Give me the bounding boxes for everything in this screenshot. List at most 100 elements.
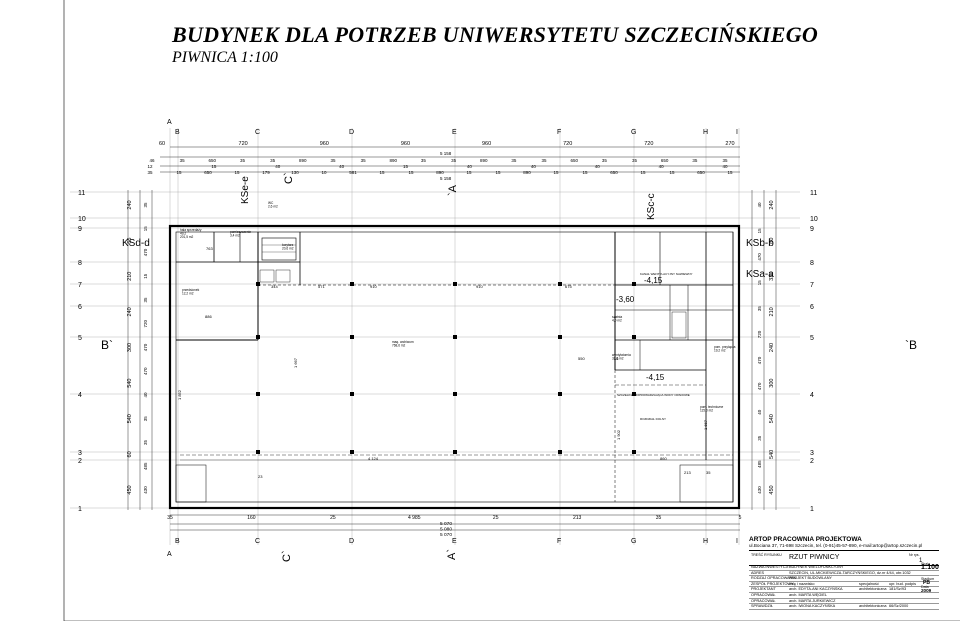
room-name: pomieszczenie xyxy=(230,230,251,234)
sheet-number-label: Nr rys. xyxy=(909,553,920,557)
dim-text-top: 15 xyxy=(176,170,182,175)
drawing-name-label: TREŚĆ RYSUNKU xyxy=(751,553,782,557)
section-mark-ksc: KSc-c xyxy=(646,193,657,220)
title-block-cell: PROJEKT BUDOWLANY xyxy=(789,576,832,581)
date-label: Data xyxy=(921,585,929,589)
inner-dimension-text: 763 xyxy=(206,246,213,251)
level-marks: -4,15 -3,60 -4,15 xyxy=(616,276,665,382)
dim-text-top: 35 xyxy=(542,158,548,163)
drawing-name-row: TREŚĆ RYSUNKU RZUT PIWNICY Nr rys. 1 xyxy=(749,550,939,566)
row-axis-label-left: 11 xyxy=(78,190,85,197)
section-marks: B` `B C` C` `A A` KSe-e KSd-d KSc-c KSb-… xyxy=(101,172,917,562)
title-block-cell: upr. bud. podpis xyxy=(889,581,917,586)
title-block-cell: OPRACOWAŁ xyxy=(751,598,776,603)
dim-text-top: 35 xyxy=(511,158,517,163)
inner-dimension-text: 1 667 xyxy=(703,419,708,430)
column-axis-label-top: D xyxy=(349,129,354,136)
dim-text-top: 650 xyxy=(570,158,578,163)
dim-text-right: 40 xyxy=(757,409,762,415)
room-name: maq. archiwum xyxy=(392,340,414,344)
row-axis-label-left: 9 xyxy=(78,226,82,233)
row-axis-label-right: 1 xyxy=(810,506,814,513)
column-axis-label-top: C xyxy=(255,129,260,136)
sheet-number: 1 xyxy=(919,558,923,564)
column-axis-label-top: I xyxy=(736,129,738,136)
dim-text-top: 40 xyxy=(275,164,281,169)
title-block-cell: specjalność xyxy=(859,581,879,586)
dim-text-left: 60 xyxy=(127,451,133,457)
row-axis-label-right: 9 xyxy=(810,226,814,233)
room-area: 4,0 m2 xyxy=(612,319,622,323)
level-mark: -4,15 xyxy=(644,276,663,285)
dim-text-left: 240 xyxy=(127,307,133,316)
row-axis-label-left: 5 xyxy=(78,335,82,342)
structural-column xyxy=(256,282,260,286)
section-mark-ksb: KSb-b xyxy=(746,238,774,249)
dim-text-bottom: 25 xyxy=(493,515,499,521)
room-name: pom. techniczne xyxy=(700,405,723,409)
dim-text-top: 650 xyxy=(610,170,618,175)
structural-column xyxy=(632,282,636,286)
dim-text-left: 540 xyxy=(127,414,133,423)
room-area: 768,6 m2 xyxy=(392,344,406,348)
dim-text-left: 300 xyxy=(127,343,133,352)
dim-text-top: 40 xyxy=(467,164,473,169)
plan-note: ROZDZIAŁ DOLNY xyxy=(640,417,666,421)
structural-column xyxy=(558,282,562,286)
stair-core xyxy=(671,311,687,339)
dim-text-top: 130 xyxy=(291,170,299,175)
dim-text-top: 270 xyxy=(725,141,734,147)
dim-text-right: 485 xyxy=(757,460,762,468)
dim-text-top: 46 xyxy=(149,158,155,163)
dim-text-left: 470 xyxy=(143,248,148,256)
scale-label: Skala xyxy=(921,562,930,566)
room-name: korytarz xyxy=(282,243,294,247)
dim-text-bottom-total: 5 080 xyxy=(440,527,452,533)
inner-dimension-text: 1 902 xyxy=(616,429,621,440)
title-block-cell: ZESPÓŁ PROJEKTOWY xyxy=(751,581,794,586)
title-block-cell: 66/Sz/2000 xyxy=(889,604,909,609)
structural-column xyxy=(558,392,562,396)
row-axis-label-left: 10 xyxy=(78,216,86,223)
drawing-title: BUDYNEK DLA POTRZEB UNIWERSYTETU SZCZECI… xyxy=(172,22,819,47)
dim-text-top: 960 xyxy=(482,141,491,147)
stage-value: PB xyxy=(923,580,930,586)
row-axis-label-left: 1 xyxy=(78,506,82,513)
row-axis-label-right: 4 xyxy=(810,392,814,399)
dim-text-top: 15 xyxy=(640,170,646,175)
stair-core xyxy=(261,237,297,261)
drawing-name: RZUT PIWNICY xyxy=(789,554,840,561)
dim-text-top: 890 xyxy=(523,170,531,175)
dim-text-top: 35 xyxy=(270,158,276,163)
stage-label: Stadium xyxy=(921,577,935,581)
row-axis-label-left: 8 xyxy=(78,260,82,267)
room-name: WC xyxy=(268,201,274,205)
dim-text-top: 35 xyxy=(602,158,608,163)
dim-text-bottom: 25 xyxy=(330,515,336,521)
dim-text-top: 15 xyxy=(553,170,559,175)
section-mark-ksa: KSa-a xyxy=(746,269,774,280)
structural-columns xyxy=(256,282,636,454)
row-axis-label-left: 2 xyxy=(78,458,82,465)
title-block-cell: NAZWA INWESTYCJI xyxy=(751,565,789,569)
title-block-cell: architektoniczna xyxy=(859,587,887,592)
dim-text-bottom-total: 5 070 xyxy=(440,521,452,527)
dim-text-right: 330 xyxy=(769,272,775,281)
dim-text-right: 15 xyxy=(757,228,762,234)
dim-text-top: 15 xyxy=(669,170,675,175)
dim-text-right: 470 xyxy=(757,356,762,364)
structural-column xyxy=(256,450,260,454)
title-block-cell: arch. MARTA WĘGIEL xyxy=(789,592,828,597)
column-axis-label-top: G xyxy=(631,129,636,136)
dim-text-top: 15 xyxy=(466,170,472,175)
dim-text-top: 12 xyxy=(147,164,153,169)
plan-note: KANAŁ WENTYLACYJNY NAWIEWNY xyxy=(640,272,693,276)
column-axis-label-bottom: D xyxy=(349,538,354,545)
column-axis-label-bottom: E xyxy=(452,538,457,545)
date-value: 2009 xyxy=(921,588,932,593)
column-axis-label-bottom: F xyxy=(557,538,561,545)
title-block: ARTOP PRACOWNIA PROJEKTOWA ul.Bociana 37… xyxy=(749,536,939,610)
dim-text-right: 470 xyxy=(757,382,762,390)
dim-text-top: 35 xyxy=(632,158,638,163)
